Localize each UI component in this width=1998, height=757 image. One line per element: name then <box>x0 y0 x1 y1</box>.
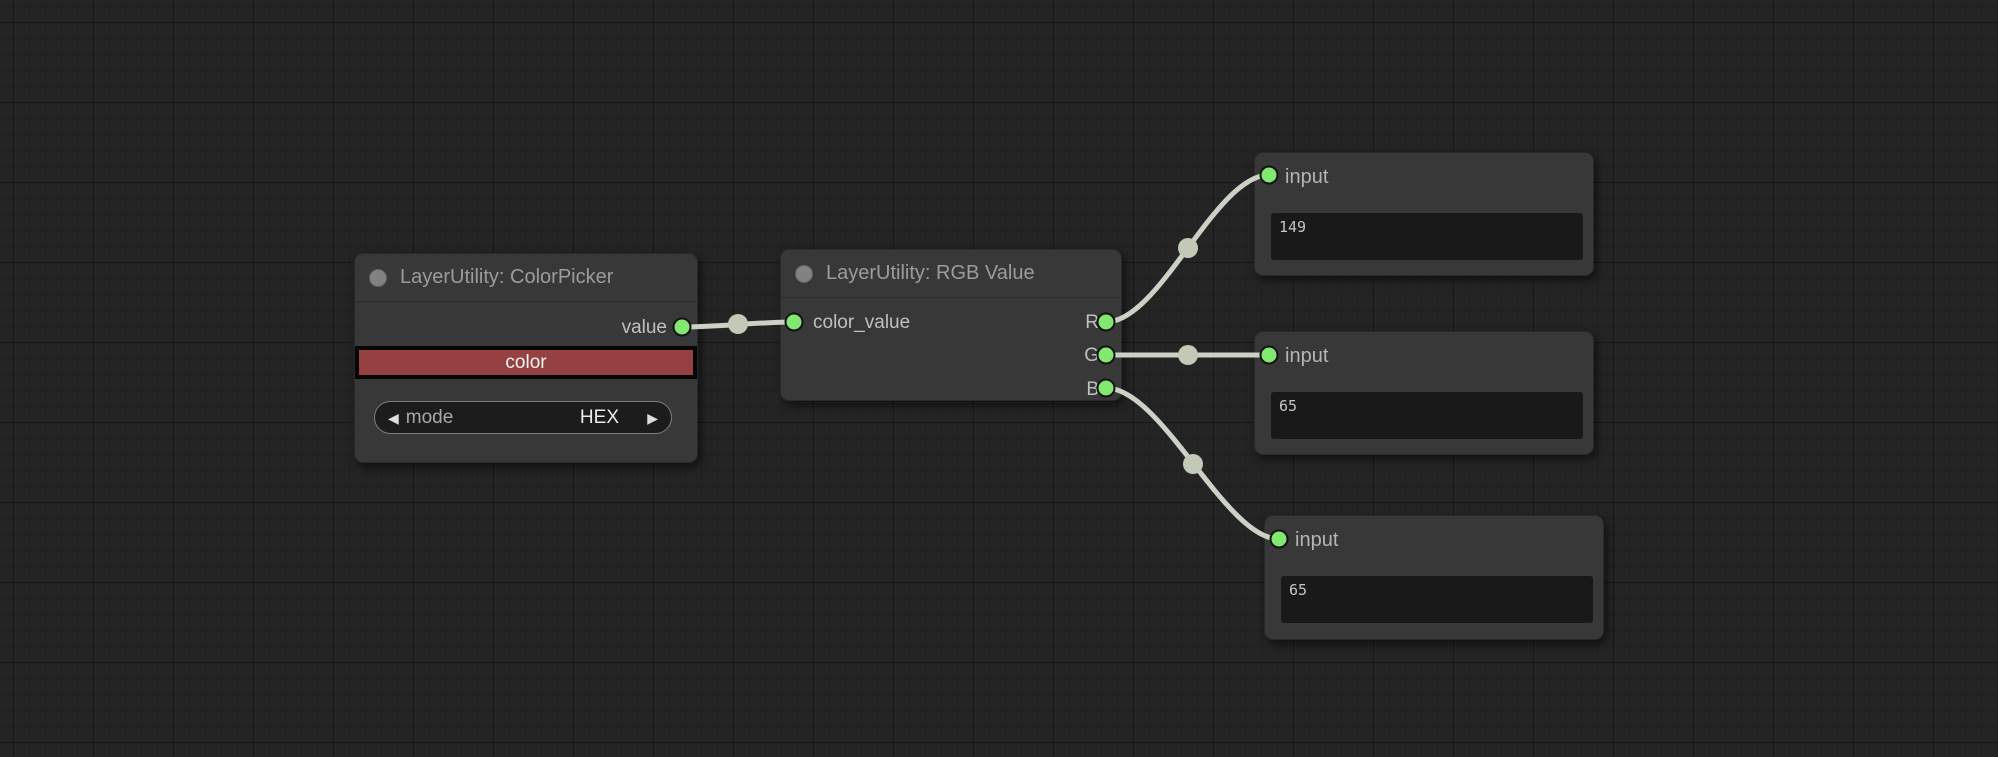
node-input-r[interactable]: input 149 <box>1254 152 1594 276</box>
node-title: input <box>1285 166 1329 188</box>
node-input-g[interactable]: input 65 <box>1254 331 1594 455</box>
combo-prev-icon[interactable]: ◀ <box>388 409 399 426</box>
combo-label: mode <box>405 406 454 428</box>
combo-next-icon[interactable]: ▶ <box>647 409 658 426</box>
node-title: LayerUtility: RGB Value <box>826 262 1035 284</box>
color-swatch[interactable]: color <box>355 346 697 379</box>
link-r-to-input <box>1103 172 1272 325</box>
node-input-b[interactable]: input 65 <box>1264 515 1604 640</box>
collapse-dot-icon[interactable] <box>795 264 813 283</box>
link-midpoint-dot[interactable] <box>728 314 748 334</box>
input-g-text-field[interactable]: 65 <box>1271 392 1583 439</box>
link-midpoint-dot[interactable] <box>1178 345 1198 365</box>
color-swatch-label: color <box>505 351 547 373</box>
node-title: input <box>1295 529 1339 551</box>
input-slot-label-color-value: color_value <box>813 312 911 333</box>
output-slot-label-g: G <box>1084 345 1099 366</box>
node-rgb-value[interactable]: LayerUtility: RGB Value color_value R G … <box>780 249 1122 401</box>
output-slot-label-value: value <box>621 317 667 338</box>
node-title: LayerUtility: ColorPicker <box>400 266 614 288</box>
node-title: input <box>1285 345 1329 367</box>
input-r-text-field[interactable]: 149 <box>1271 213 1583 260</box>
mode-combo-widget[interactable]: ◀ mode HEX ▶ <box>374 401 672 434</box>
link-midpoint-dot[interactable] <box>1178 238 1198 258</box>
input-b-text-field[interactable]: 65 <box>1281 576 1593 623</box>
output-slot-label-b: B <box>1086 379 1099 400</box>
output-slot-label-r: R <box>1085 312 1099 333</box>
node-colorpicker[interactable]: LayerUtility: ColorPicker value color ◀ … <box>354 253 698 463</box>
link-midpoint-dot[interactable] <box>1183 454 1203 474</box>
node-colorpicker-titlebar: LayerUtility: ColorPicker <box>355 254 697 302</box>
node-rgb-value-titlebar: LayerUtility: RGB Value <box>781 250 1121 298</box>
link-value-to-colorvalue <box>679 319 797 330</box>
collapse-dot-icon[interactable] <box>369 268 387 287</box>
combo-value: HEX <box>579 406 619 428</box>
